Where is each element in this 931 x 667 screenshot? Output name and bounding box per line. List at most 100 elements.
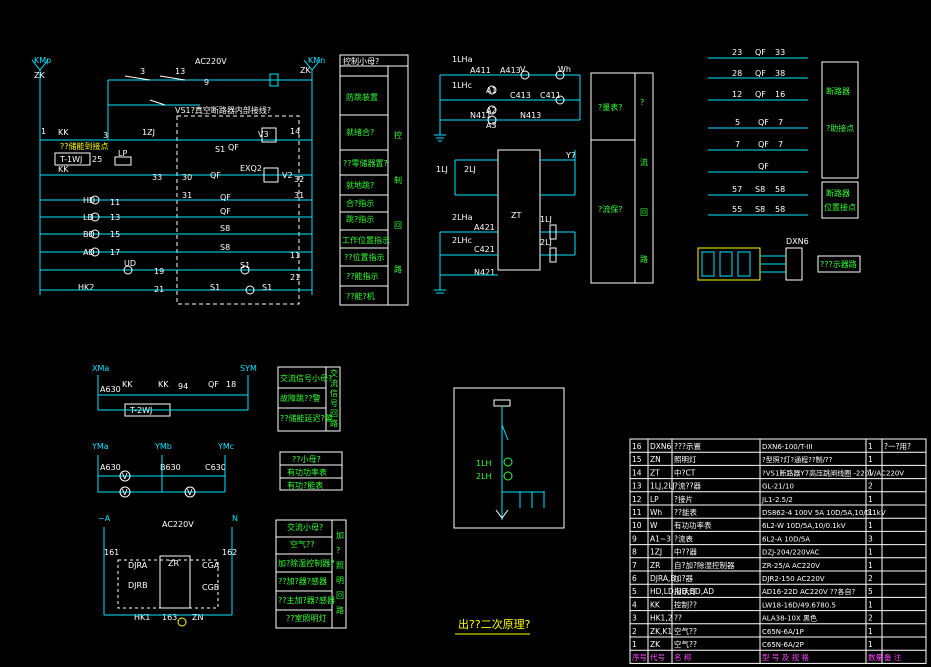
bom-cell-name: ?流表 bbox=[674, 533, 693, 543]
bom-cell-spec: DZJ-204/220VAC bbox=[762, 549, 820, 557]
bom-cell-code: ZT bbox=[650, 468, 660, 477]
meter-circuit: 1LHa 1LHc A1 A2 A3 V Wh A411 C413 C411 N… bbox=[434, 55, 581, 142]
bom-cell-qty: 1 bbox=[868, 442, 873, 451]
bom-cell-qty: 1 bbox=[868, 508, 873, 517]
bom-cell-code: HK1,2 bbox=[650, 614, 673, 623]
meter-label-1lha: 1LHa bbox=[452, 55, 473, 64]
bom-cell-code: ZK bbox=[650, 640, 661, 649]
heat-legend-0: 交流小母? bbox=[287, 522, 323, 532]
heat-zn: ZN bbox=[192, 613, 203, 622]
svg-text:13: 13 bbox=[110, 213, 120, 222]
cab-num-12: 12 bbox=[732, 90, 742, 99]
meter-wh: Wh bbox=[558, 65, 571, 74]
volt-ymc: YMc bbox=[217, 442, 234, 451]
bom-cell-spec: AD16-22D AC220V ??各自? bbox=[762, 587, 855, 596]
ac220v-label: AC220V bbox=[195, 57, 227, 66]
svg-text:11: 11 bbox=[110, 198, 120, 207]
cab-legend-1: ?助接点 bbox=[826, 123, 854, 133]
sig-vert-4: 回 bbox=[330, 409, 338, 418]
cab-qf-1: QF bbox=[755, 69, 766, 78]
bom-cell-qty: 1 bbox=[868, 627, 873, 636]
drawing-title: 出??二次原理? bbox=[458, 617, 531, 631]
bom-cell-qty: 1 bbox=[868, 640, 873, 649]
heat-djra: DJRA bbox=[128, 561, 148, 570]
svg-text:25: 25 bbox=[92, 155, 102, 164]
bom-cell-name: 控制?? bbox=[674, 599, 697, 609]
sig-a630: A630 bbox=[100, 385, 121, 394]
cab-qf-5: QF bbox=[758, 162, 769, 171]
meter-c413: C413 bbox=[510, 91, 531, 100]
dxn6-label: DXN6 bbox=[786, 237, 809, 246]
legend-vert-1: 制 bbox=[394, 175, 402, 185]
bom-cell-qty: 1 bbox=[868, 521, 873, 530]
meter-a411: A411 bbox=[470, 66, 491, 75]
bom-cell-spec: JL1-2.5/2 bbox=[761, 496, 793, 504]
cabinet-contact-circuit: 23 33 28 38 12 16 5 7 7 7 57 58 55 58 QF… bbox=[708, 48, 859, 219]
heat-cgb: CGB bbox=[202, 583, 219, 592]
bom-header-2: 名 称 bbox=[674, 652, 692, 662]
legend-item-1: 就绪合? bbox=[346, 127, 374, 137]
svg-text:1: 1 bbox=[41, 127, 46, 136]
heat-vert-2: 照 bbox=[336, 561, 344, 570]
sig-vert-1: 流 bbox=[330, 378, 338, 388]
bom-header-5: 备 注 bbox=[884, 652, 902, 662]
bom-cell-name: ?流??器 bbox=[674, 481, 701, 491]
bom-header-4: 数量 bbox=[868, 652, 883, 662]
bom-cell-no: 10 bbox=[632, 521, 642, 530]
heat-162: 162 bbox=[222, 548, 237, 557]
svg-text:S1: S1 bbox=[215, 145, 225, 154]
cab-qf-4: QF bbox=[758, 140, 769, 149]
svg-text:HD: HD bbox=[83, 196, 95, 205]
bom-cell-no: 4 bbox=[632, 600, 637, 609]
meter-vert-3: 路 bbox=[640, 254, 648, 264]
hk2-label: HK2 bbox=[78, 283, 94, 292]
bom-cell-spec: DJR2-150 AC220V bbox=[762, 575, 825, 583]
volt-yma: YMa bbox=[91, 442, 109, 451]
bom-cell-code: DXN6 bbox=[650, 442, 672, 451]
bom-cell-qty: 1 bbox=[868, 561, 873, 570]
heat-legend-4: ??主加?器?感器 bbox=[278, 595, 335, 605]
svg-text:S1: S1 bbox=[262, 283, 272, 292]
heat-161: 161 bbox=[104, 548, 119, 557]
prot-2lha: 2LHa bbox=[452, 213, 473, 222]
svg-text:19: 19 bbox=[154, 267, 164, 276]
prot-2lj: 2LJ bbox=[464, 165, 476, 174]
svg-text:31: 31 bbox=[182, 191, 192, 200]
legend-item-9: ??能?机 bbox=[346, 291, 375, 301]
sig-vert-5: 路 bbox=[330, 418, 338, 428]
hand-label: ??储能到接点 bbox=[60, 141, 109, 151]
primary-2lh: 2LH bbox=[476, 472, 492, 481]
sig-18: 18 bbox=[226, 380, 236, 389]
meter-legend-0: ?量表? bbox=[598, 102, 623, 112]
heat-n: N bbox=[232, 514, 238, 523]
svg-text:9: 9 bbox=[204, 78, 209, 87]
svg-text:15: 15 bbox=[110, 230, 120, 239]
svg-text:S1: S1 bbox=[210, 283, 220, 292]
svg-text:V2: V2 bbox=[282, 171, 293, 180]
bom-cell-spec: ?VS1断路器Y7高压跳闸线圈 -220V/AC220V bbox=[762, 468, 904, 477]
bom-cell-spec: C65N-6A/2P bbox=[762, 641, 804, 649]
bom-header-0: 序号 bbox=[632, 652, 647, 662]
svg-text:11: 11 bbox=[290, 251, 300, 260]
bom-cell-name: 中?CT bbox=[674, 467, 696, 477]
svg-text:S8: S8 bbox=[220, 243, 230, 252]
bom-cell-no: 15 bbox=[632, 455, 642, 464]
meter-vert-1: 流 bbox=[640, 157, 648, 167]
main-control-circuit: KMp ZK KMn ZK AC220V VS1?真空断路器内部接线? ??储能… bbox=[31, 56, 325, 305]
bom-cell-qty: 1 bbox=[868, 600, 873, 609]
bom-cell-spec: ZR-25/A AC220V bbox=[762, 562, 820, 570]
bom-cell-spec: ?型照?灯?通程??制/?? bbox=[762, 455, 833, 464]
bom-cell-no: 9 bbox=[632, 534, 637, 543]
bom-cell-name: ?接片 bbox=[674, 494, 693, 504]
bom-header-1: 代号 bbox=[650, 652, 665, 662]
bom-cell-spec: 6L2-A 10D/5A bbox=[762, 535, 810, 543]
bom-cell-spec: LW18-16D/49.6780.5 bbox=[762, 601, 836, 609]
svg-text:30: 30 bbox=[182, 173, 192, 182]
volt-ymb: YMb bbox=[154, 442, 172, 451]
meter-v: V bbox=[520, 65, 526, 74]
meter-vert-2: 回 bbox=[640, 208, 648, 217]
control-legend-header: 控制小母? bbox=[343, 56, 379, 66]
svg-text:KK: KK bbox=[58, 165, 69, 174]
bom-cell-no: 13 bbox=[632, 482, 642, 491]
